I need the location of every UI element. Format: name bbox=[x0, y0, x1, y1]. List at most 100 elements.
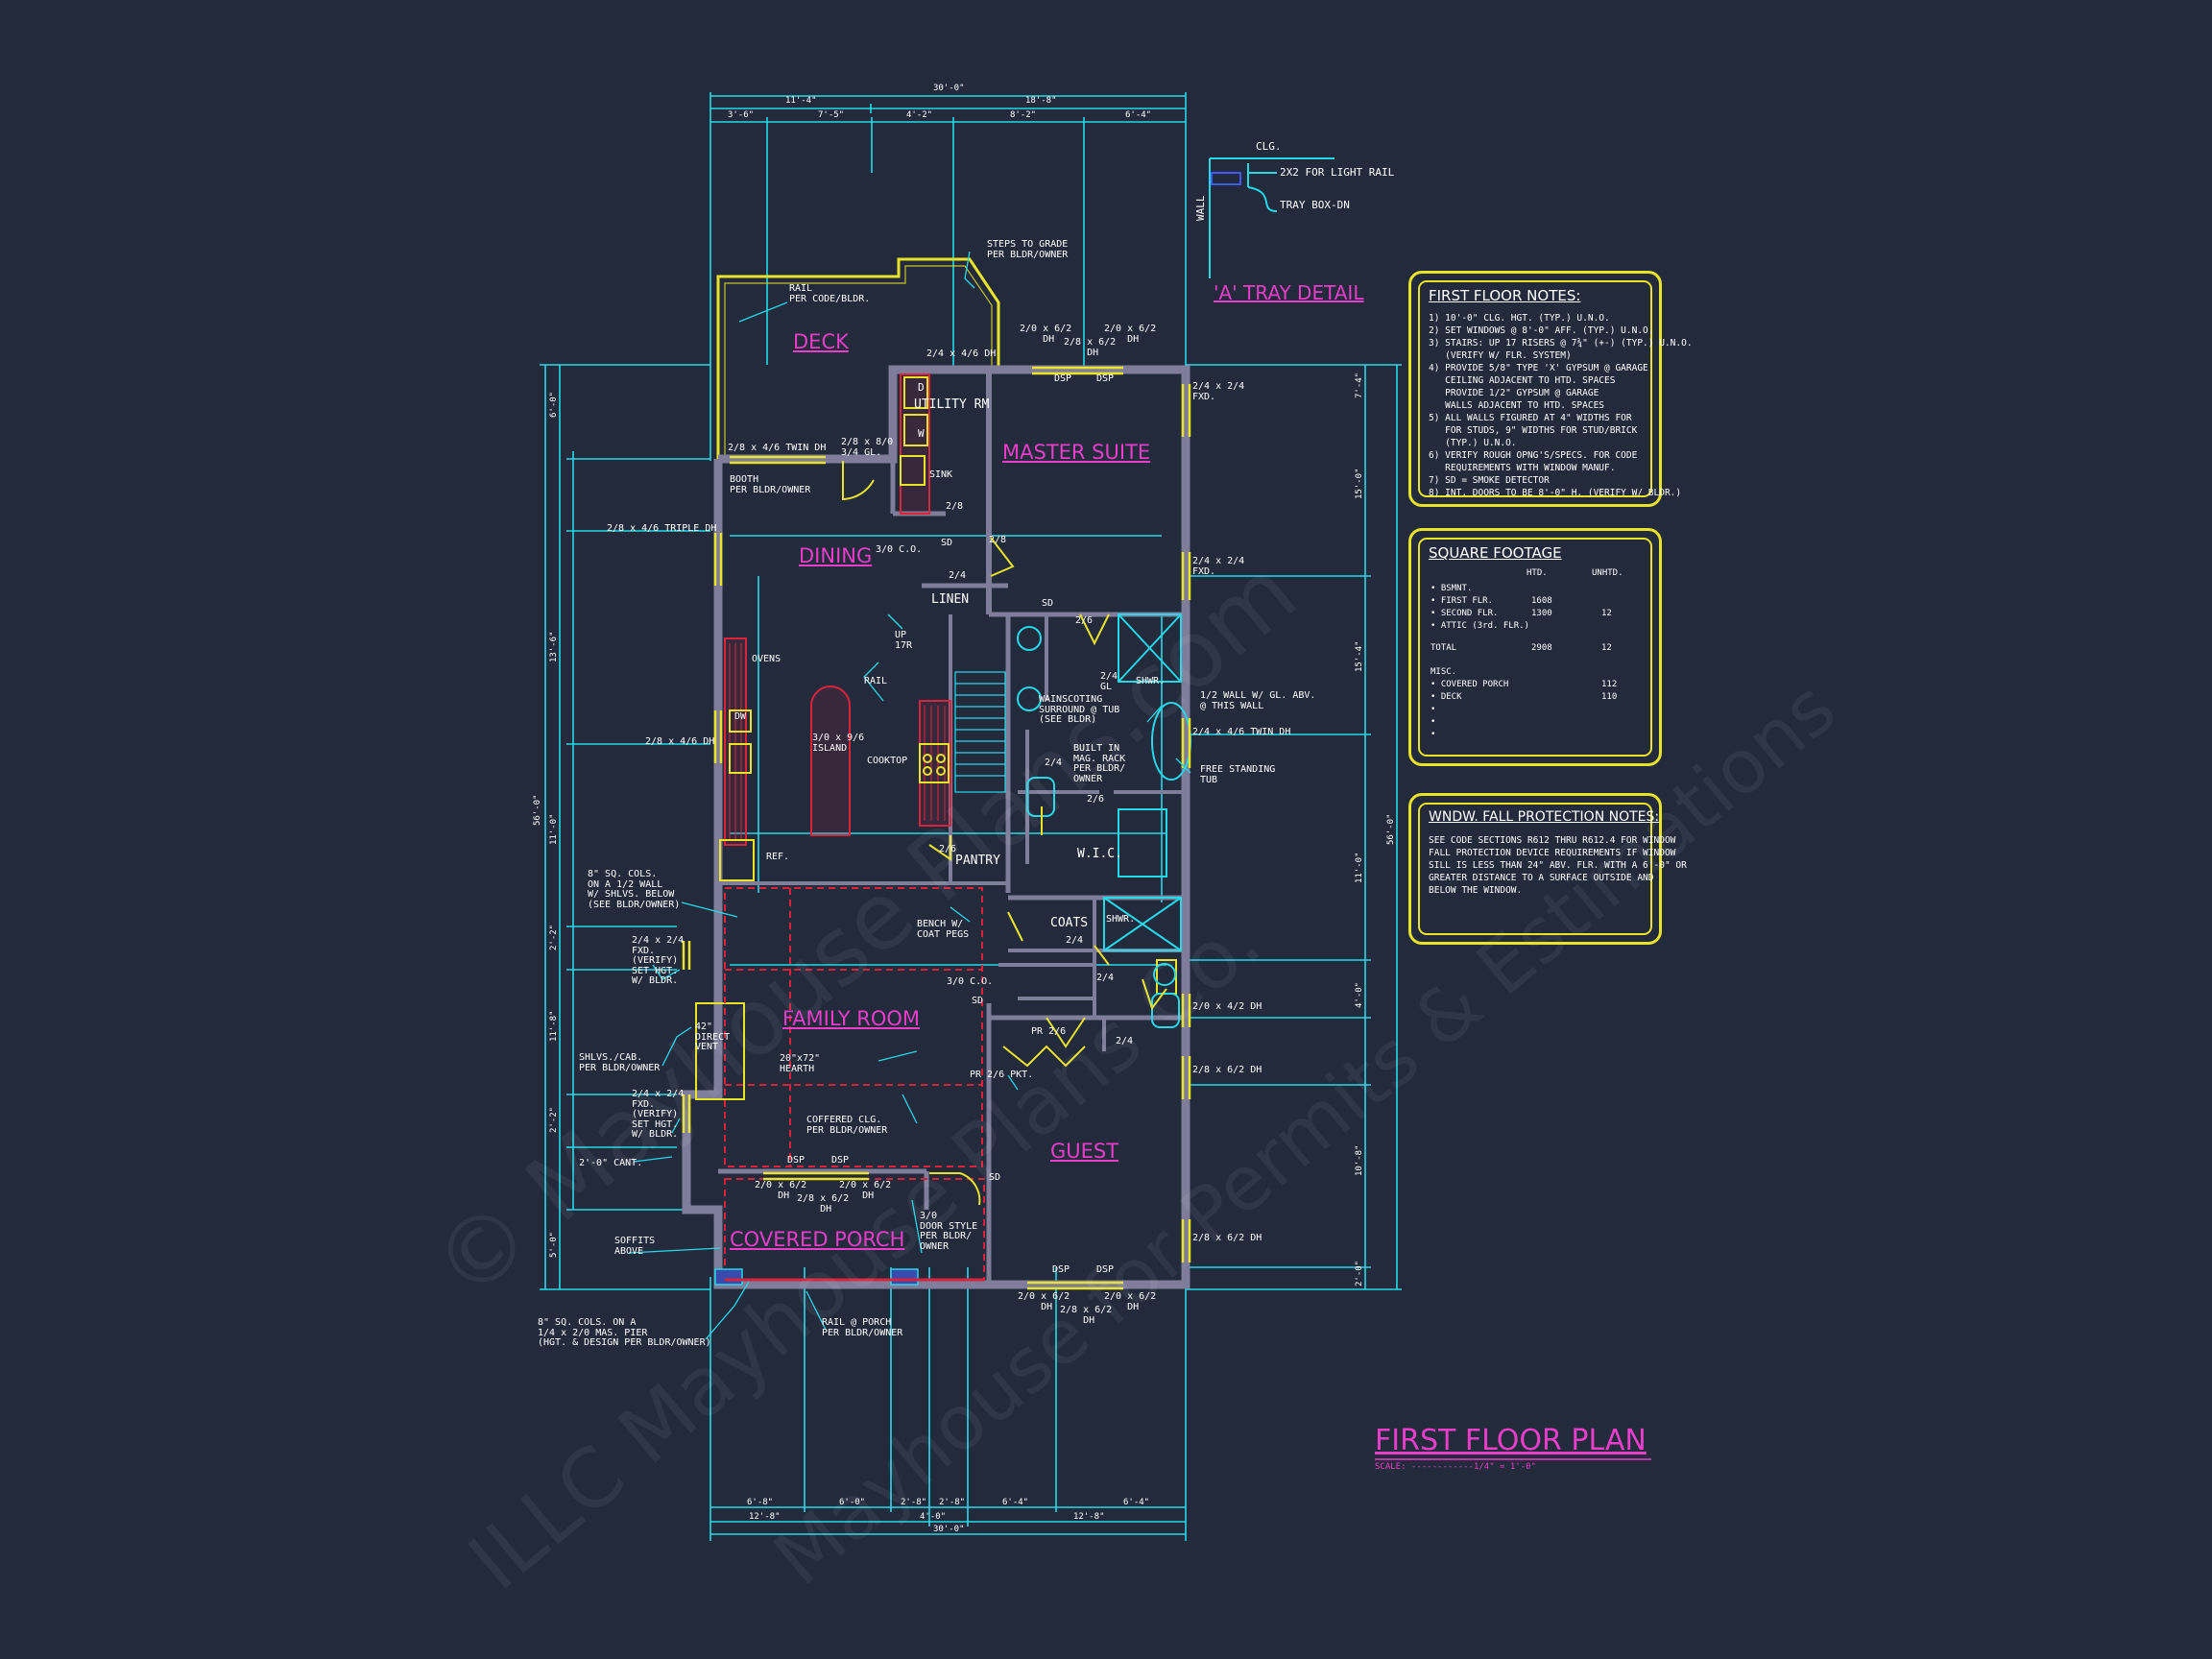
dim-top-a1: 11'-4" bbox=[785, 96, 817, 106]
ref-note: REF. bbox=[766, 852, 790, 862]
room-pantry: PANTRY bbox=[955, 854, 1000, 868]
dim-right-a: 15'-4" bbox=[1355, 640, 1364, 672]
window-porch-2: 2/8 x 6/2 DH bbox=[797, 1193, 850, 1214]
tray-rail: 2X2 FOR LIGHT RAIL bbox=[1280, 166, 1395, 179]
window-twin-dh-right: 2/4 x 4/6 TWIN DH bbox=[1192, 727, 1291, 737]
drawing-scale: SCALE: ------------1/4" = 1'-0" bbox=[1375, 1462, 1536, 1472]
sqft-row: • bbox=[1411, 705, 1642, 718]
bath-fixtures bbox=[1017, 613, 1191, 1028]
fall-protection-box: WNDW. FALL PROTECTION NOTES: SEE CODE SE… bbox=[1408, 793, 1687, 945]
window-bottom-2: 2/8 x 6/2 DH bbox=[1060, 1305, 1113, 1326]
dryer-label: D bbox=[918, 381, 925, 394]
dsp-2: DSP bbox=[1096, 373, 1115, 384]
sqft-row-label: • FIRST FLR. bbox=[1431, 596, 1494, 606]
door-24-d: 2/4 bbox=[1096, 973, 1115, 983]
sqft-row: MISC. bbox=[1411, 667, 1642, 681]
tray-box: TRAY BOX-DN bbox=[1280, 199, 1350, 211]
window-fxd-verify-2: 2/4 x 2/4 FXD. (VERIFY) SET HGT. W/ BLDR… bbox=[632, 1089, 685, 1140]
steps-note: STEPS TO GRADE PER BLDR/OWNER bbox=[987, 239, 1069, 260]
sqft-row-unhtd: 12 bbox=[1601, 609, 1612, 618]
notes-line: PROVIDE 1/2" GYPSUM @ GARAGE bbox=[1429, 388, 1599, 398]
dsp-6: DSP bbox=[1096, 1264, 1115, 1275]
doors bbox=[842, 461, 1167, 1206]
notes-body: 1) 10'-0" CLG. HGT. (TYP.) U.N.O.2) SET … bbox=[1429, 312, 1693, 499]
dim-right-a: 10'-8" bbox=[1355, 1144, 1364, 1176]
fall-line: SEE CODE SECTIONS R612 THRU R612.4 FOR W… bbox=[1429, 835, 1676, 846]
dim-bottom-total: 30'-0" bbox=[933, 1525, 965, 1534]
window-twin-dh: 2/8 x 4/6 TWIN DH bbox=[728, 443, 827, 453]
dim-left-a: 6'-0" bbox=[549, 391, 559, 418]
sq-cols-note: 8" SQ. COLS. ON A 1/2 WALL W/ SHLVS. BEL… bbox=[588, 869, 681, 910]
window-dh-62-a: 2/8 x 6/2 DH bbox=[1192, 1065, 1262, 1075]
sqft-row-htd: 2908 bbox=[1531, 643, 1552, 653]
dim-bottom-a: 12'-8" bbox=[749, 1512, 781, 1522]
leader-lines bbox=[628, 251, 1191, 1340]
dim-left-total: 56'-0" bbox=[533, 794, 542, 826]
dsp-5: DSP bbox=[1052, 1264, 1070, 1275]
dim-bottom-b: 2'-8" bbox=[901, 1498, 927, 1507]
fall-title: WNDW. FALL PROTECTION NOTES: bbox=[1429, 809, 1660, 825]
sqft-row: • BSMNT. bbox=[1411, 584, 1642, 597]
notes-line: (VERIFY W/ FLR. SYSTEM) bbox=[1429, 350, 1572, 361]
sqft-row-unhtd: 12 bbox=[1601, 643, 1612, 653]
room-wic: W.I.C. bbox=[1077, 847, 1122, 861]
sqft-row: • FIRST FLR.1608 bbox=[1411, 596, 1642, 610]
door-26-c: 2/6 bbox=[939, 844, 957, 854]
room-master-suite: MASTER SUITE bbox=[1002, 441, 1151, 464]
door-pr26: PR 2/6 bbox=[1031, 1026, 1067, 1037]
shower-note-2: SHWR. bbox=[1106, 914, 1136, 925]
dim-right-a: 11'-0" bbox=[1355, 852, 1364, 883]
door-24-a: 2/4 bbox=[949, 570, 967, 581]
smoke-detector-1: SD bbox=[941, 538, 953, 548]
fall-body: SEE CODE SECTIONS R612 THRU R612.4 FOR W… bbox=[1429, 834, 1687, 897]
notes-title: FIRST FLOOR NOTES: bbox=[1429, 287, 1581, 304]
window-fxd-1: 2/4 x 2/4 FXD. bbox=[1192, 381, 1245, 402]
dim-left-a: 11'-0" bbox=[549, 813, 559, 845]
room-coats: COATS bbox=[1050, 916, 1089, 930]
door-28-a: 2/8 bbox=[946, 501, 964, 512]
dim-right-a: 2'-0" bbox=[1355, 1260, 1364, 1286]
dim-right-a: 15'-0" bbox=[1355, 468, 1364, 499]
door-pr26-pkt: PR 2/6 PKT. bbox=[970, 1070, 1034, 1080]
kitchen-counters bbox=[724, 373, 951, 846]
window-dh-42: 2/0 x 4/2 DH bbox=[1192, 1001, 1262, 1012]
window-top-3: 2/0 x 6/2 DH bbox=[1104, 324, 1157, 345]
sqft-row-label: • COVERED PORCH bbox=[1431, 680, 1509, 689]
dim-bottom-b: 6'-0" bbox=[839, 1498, 866, 1507]
notes-line: REQUIREMENTS WITH WINDOW MANUF. bbox=[1429, 463, 1616, 473]
free-tub-note: FREE STANDING TUB bbox=[1200, 764, 1276, 785]
tray-wall: WALL bbox=[1194, 195, 1207, 222]
cased-opening-1: 3/0 C.O. bbox=[876, 544, 923, 555]
door-24-gl: 2/4 GL bbox=[1100, 671, 1118, 692]
fall-line: FALL PROTECTION DEVICE REQUIREMENTS IF W… bbox=[1429, 848, 1676, 858]
door-24-b: 2/4 bbox=[1045, 757, 1063, 768]
window-utility: 2/4 x 4/6 DH bbox=[926, 349, 997, 359]
counter-hatching bbox=[729, 643, 946, 840]
window-fxd-2: 2/4 x 2/4 FXD. bbox=[1192, 556, 1245, 577]
notes-line: 6) VERIFY ROUGH OPNG'S/SPECS. FOR CODE bbox=[1429, 450, 1638, 461]
stairs-up-note: UP 17R bbox=[895, 630, 913, 651]
sqft-row-unhtd: 112 bbox=[1601, 680, 1618, 689]
notes-line: FOR STUDS, 9" WIDTHS FOR STUD/BRICK bbox=[1429, 425, 1638, 436]
dim-bottom-b: 6'-8" bbox=[747, 1498, 774, 1507]
sqft-row-label: MISC. bbox=[1431, 667, 1457, 677]
window-bottom-1: 2/0 x 6/2 DH bbox=[1018, 1291, 1070, 1312]
coffered-note: COFFERED CLG. PER BLDR/OWNER bbox=[806, 1115, 888, 1136]
door-24-c: 2/4 bbox=[1066, 935, 1084, 946]
porch-columns bbox=[714, 1268, 984, 1286]
dim-right-a: 4'-0" bbox=[1355, 981, 1364, 1008]
dim-top-b: 3'-6" bbox=[728, 110, 755, 120]
mag-rack-note: BUILT IN MAG. RACK PER BLDR/ OWNER bbox=[1073, 743, 1126, 784]
window-bottom-3: 2/0 x 6/2 DH bbox=[1104, 1291, 1157, 1312]
room-linen: LINEN bbox=[931, 592, 970, 607]
window-porch-1: 2/0 x 6/2 DH bbox=[755, 1180, 807, 1201]
dsp-3: DSP bbox=[787, 1155, 805, 1166]
dim-top-total: 30'-0" bbox=[933, 84, 965, 93]
cased-opening-2: 3/0 C.O. bbox=[947, 976, 994, 987]
window-triple-dh: 2/8 x 4/6 TRIPLE DH bbox=[607, 523, 717, 534]
window-fxd-verify-1: 2/4 x 2/4 FXD. (VERIFY) SET HGT. W/ BLDR… bbox=[632, 935, 685, 986]
room-family-room: FAMILY ROOM bbox=[782, 1007, 921, 1030]
shelves-note: SHLVS./CAB. PER BLDR/OWNER bbox=[579, 1052, 661, 1073]
